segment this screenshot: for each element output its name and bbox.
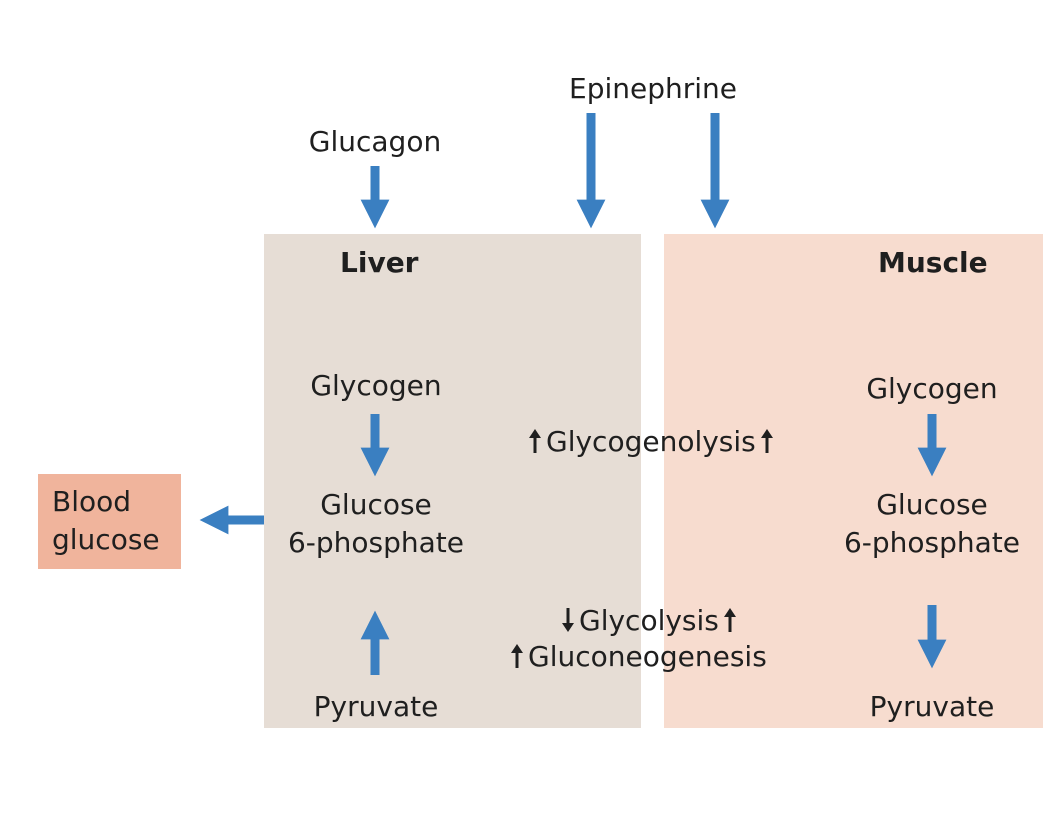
blood-glucose-label: Blood glucose [52,485,160,556]
up-arrow-icon [723,608,736,632]
gluconeogenesis-row: Gluconeogenesis [506,639,767,675]
liver-title: Liver [340,246,419,279]
glycolysis-row: Glycolysis [557,603,741,639]
glycolysis-label: Glycolysis [579,604,719,637]
glucagon-label: Glucagon [308,125,442,158]
blood-glucose-box [38,474,181,569]
muscle-title: Muscle [878,246,988,279]
muscle-glycogen: Glycogen [866,372,998,405]
liver-glycogen: Glycogen [310,369,442,402]
glycogenolysis-row: Glycogenolysis [524,424,778,460]
up-arrow-icon [529,429,541,453]
liver-pyruvate: Pyruvate [313,690,439,723]
liver-panel [264,234,641,728]
glycogenolysis-label: Glycogenolysis [546,425,756,458]
liver-glucose-6-phosphate: Glucose 6-phosphate [287,488,465,559]
up-arrow-icon [511,644,523,668]
muscle-glucose-6-phosphate: Glucose 6-phosphate [843,488,1021,559]
muscle-panel [664,234,1043,728]
up-arrow-icon [760,429,773,453]
muscle-pyruvate: Pyruvate [869,690,995,723]
down-arrow-icon [562,608,574,632]
gluconeogenesis-label: Gluconeogenesis [528,640,767,673]
epinephrine-label: Epinephrine [569,72,737,105]
